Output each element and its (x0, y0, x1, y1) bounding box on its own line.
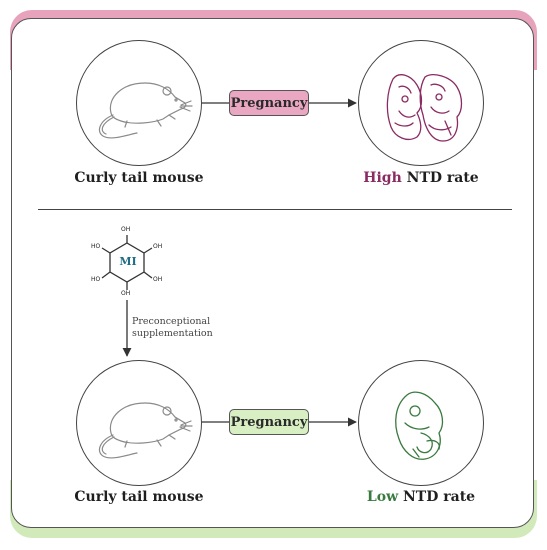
supplementation-line-1: Preconceptional (132, 316, 211, 327)
section-divider (38, 209, 512, 210)
embryo-circle-bottom (358, 360, 484, 486)
inositol-ring (101, 235, 153, 290)
oh-upper-right: OH (153, 243, 163, 250)
supplementation-line-2: supplementation (132, 328, 213, 339)
pregnancy-pill-bottom: Pregnancy (229, 409, 309, 435)
mouse-icon (98, 402, 193, 459)
high-emphasis: High (363, 170, 402, 186)
low-emphasis: Low (366, 489, 399, 505)
single-embryo-icon (395, 391, 444, 460)
outcome-rest-bottom: NTD rate (398, 489, 476, 505)
oh-lower-right: OH (153, 276, 163, 283)
ho-lower-left: HO (91, 276, 101, 283)
pregnancy-pill-top: Pregnancy (229, 90, 309, 116)
source-label-bottom: Curly tail mouse (74, 489, 204, 505)
outcome-label-bottom: Low NTD rate (347, 489, 495, 505)
supplementation-note: Preconceptional supplementation (132, 316, 213, 340)
source-label-top: Curly tail mouse (74, 170, 204, 186)
ho-upper-left: HO (91, 243, 101, 250)
molecule-center-label: MI (119, 255, 137, 268)
mouse-icon (98, 82, 193, 139)
oh-top: OH (121, 226, 131, 233)
oh-bottom: OH (121, 290, 131, 297)
outcome-label-top: High NTD rate (347, 170, 495, 186)
outcome-rest-top: NTD rate (401, 170, 479, 186)
mouse-circle-top (76, 40, 202, 166)
mouse-circle-bottom (76, 360, 202, 486)
embryo-circle-top (358, 40, 484, 166)
twin-embryo-icon (386, 73, 463, 142)
